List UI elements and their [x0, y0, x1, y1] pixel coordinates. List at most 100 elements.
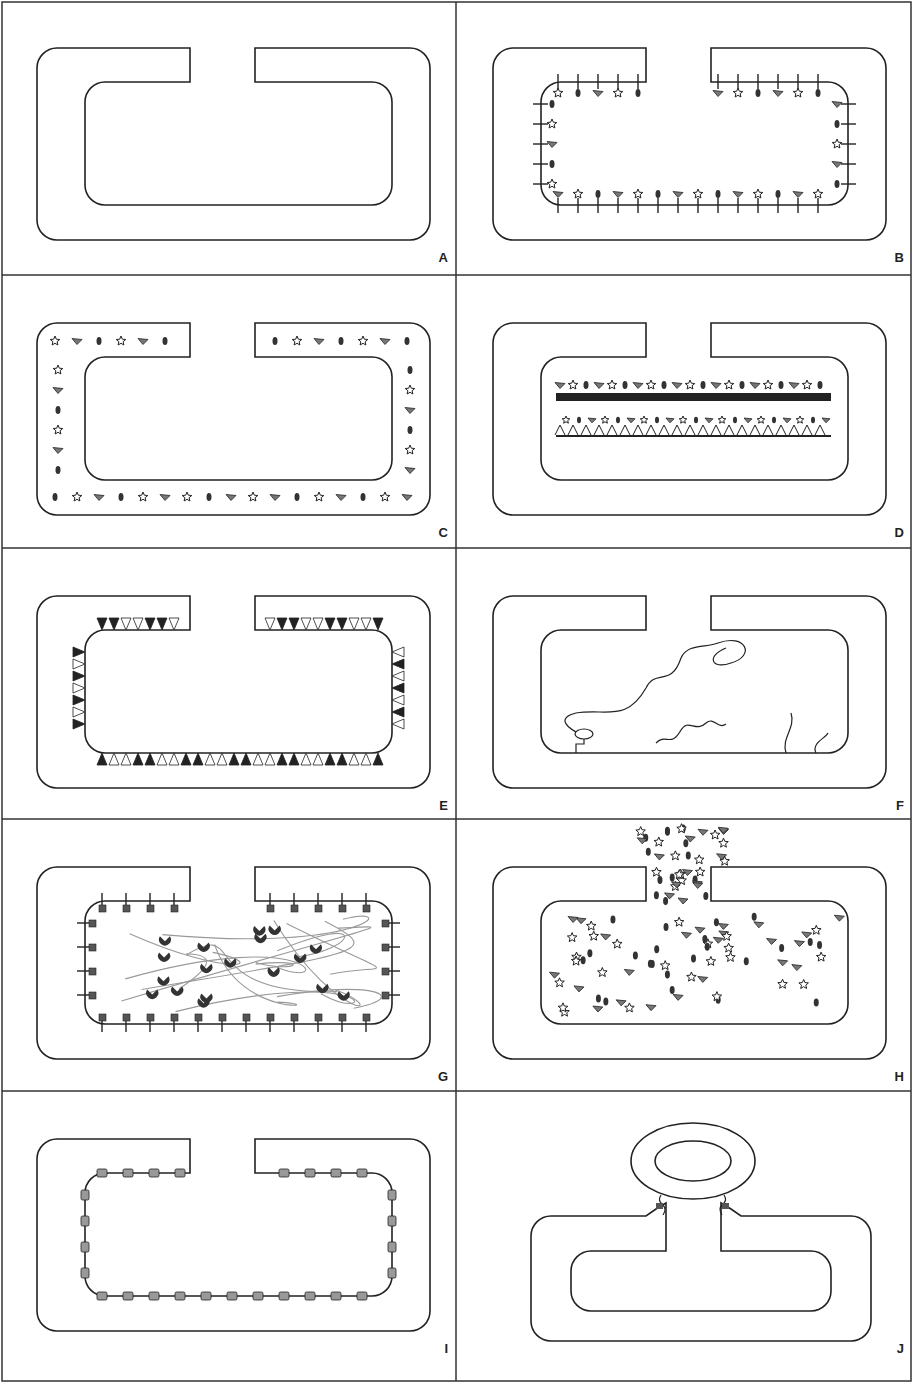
molecule [733, 192, 743, 198]
molecule [253, 1292, 263, 1300]
molecule [574, 986, 584, 992]
molecule [157, 753, 167, 765]
polymer-strand [286, 924, 376, 975]
molecule [392, 719, 404, 729]
panel-art [37, 596, 430, 788]
molecule [53, 448, 63, 454]
molecule [718, 923, 728, 929]
molecule [138, 492, 148, 501]
molecule [613, 192, 623, 198]
polymer-strand [130, 934, 240, 965]
molecule [265, 753, 275, 765]
molecule [405, 408, 415, 414]
molecule [685, 425, 695, 435]
molecule [339, 1014, 346, 1021]
molecule [673, 994, 683, 1000]
polymer-strand [656, 721, 726, 743]
molecule [357, 1169, 367, 1177]
molecule [633, 952, 638, 960]
molecule [693, 189, 703, 198]
molecule [581, 956, 586, 964]
polymer-strand [125, 957, 306, 979]
molecule [73, 707, 85, 717]
molecule [778, 960, 788, 966]
molecule [568, 380, 578, 389]
molecule [594, 425, 604, 435]
molecule [654, 945, 659, 953]
molecule [584, 381, 589, 389]
cavity-shape [493, 596, 886, 788]
molecule [835, 120, 840, 128]
molecule [171, 1014, 178, 1021]
molecule [815, 425, 825, 435]
molecule [207, 493, 212, 501]
molecule [816, 952, 826, 961]
molecule [219, 1014, 226, 1021]
panel-letter: C [439, 526, 448, 539]
molecule [657, 198, 658, 213]
molecule [553, 88, 563, 97]
molecule [637, 838, 647, 844]
molecule [273, 337, 278, 345]
molecule [714, 918, 719, 926]
molecule [773, 91, 783, 97]
molecule [627, 418, 635, 423]
molecule [265, 618, 275, 630]
molecule [97, 753, 107, 765]
molecule [636, 827, 646, 836]
molecule [717, 74, 718, 89]
molecule [596, 190, 601, 198]
molecule [547, 179, 557, 188]
molecule [718, 827, 728, 833]
molecule [794, 941, 804, 947]
molecule [841, 183, 856, 184]
molecule [279, 1292, 289, 1300]
molecule [597, 198, 598, 213]
panel-letter: I [444, 1342, 448, 1355]
molecule [832, 162, 842, 168]
polymer-strand [785, 713, 828, 753]
molecule [338, 991, 350, 1000]
molecule [802, 380, 812, 389]
molecule [665, 893, 675, 899]
molecule [663, 897, 668, 905]
molecule [72, 492, 82, 501]
molecule [555, 425, 565, 435]
molecule [687, 972, 697, 981]
molecule [698, 976, 708, 982]
cavity-shape [37, 867, 430, 1059]
molecule [56, 406, 61, 414]
molecule [740, 381, 745, 389]
molecule [712, 992, 722, 1001]
molecule [601, 934, 611, 940]
molecule [224, 958, 236, 967]
molecule [291, 1014, 298, 1021]
molecule [620, 425, 630, 435]
molecule [267, 1014, 274, 1021]
molecule [793, 192, 803, 198]
molecule [654, 837, 664, 846]
molecule [169, 753, 179, 765]
molecule [53, 425, 63, 434]
molecule [637, 74, 638, 89]
molecule [776, 190, 781, 198]
molecule [336, 495, 346, 501]
molecule [677, 824, 687, 833]
molecule [382, 992, 389, 999]
panel-art [531, 1123, 871, 1341]
molecule [388, 1268, 396, 1278]
molecule [577, 198, 578, 213]
molecule [811, 417, 815, 423]
molecule [382, 920, 389, 927]
molecule [702, 935, 707, 943]
molecule [799, 980, 809, 989]
molecule [200, 993, 212, 1002]
molecule [757, 416, 765, 423]
molecule [149, 1169, 159, 1177]
molecule [292, 336, 302, 345]
molecule [753, 189, 763, 198]
panel-art [493, 48, 886, 240]
molecule [361, 753, 371, 765]
molecule [576, 918, 586, 924]
molecule [289, 618, 299, 630]
